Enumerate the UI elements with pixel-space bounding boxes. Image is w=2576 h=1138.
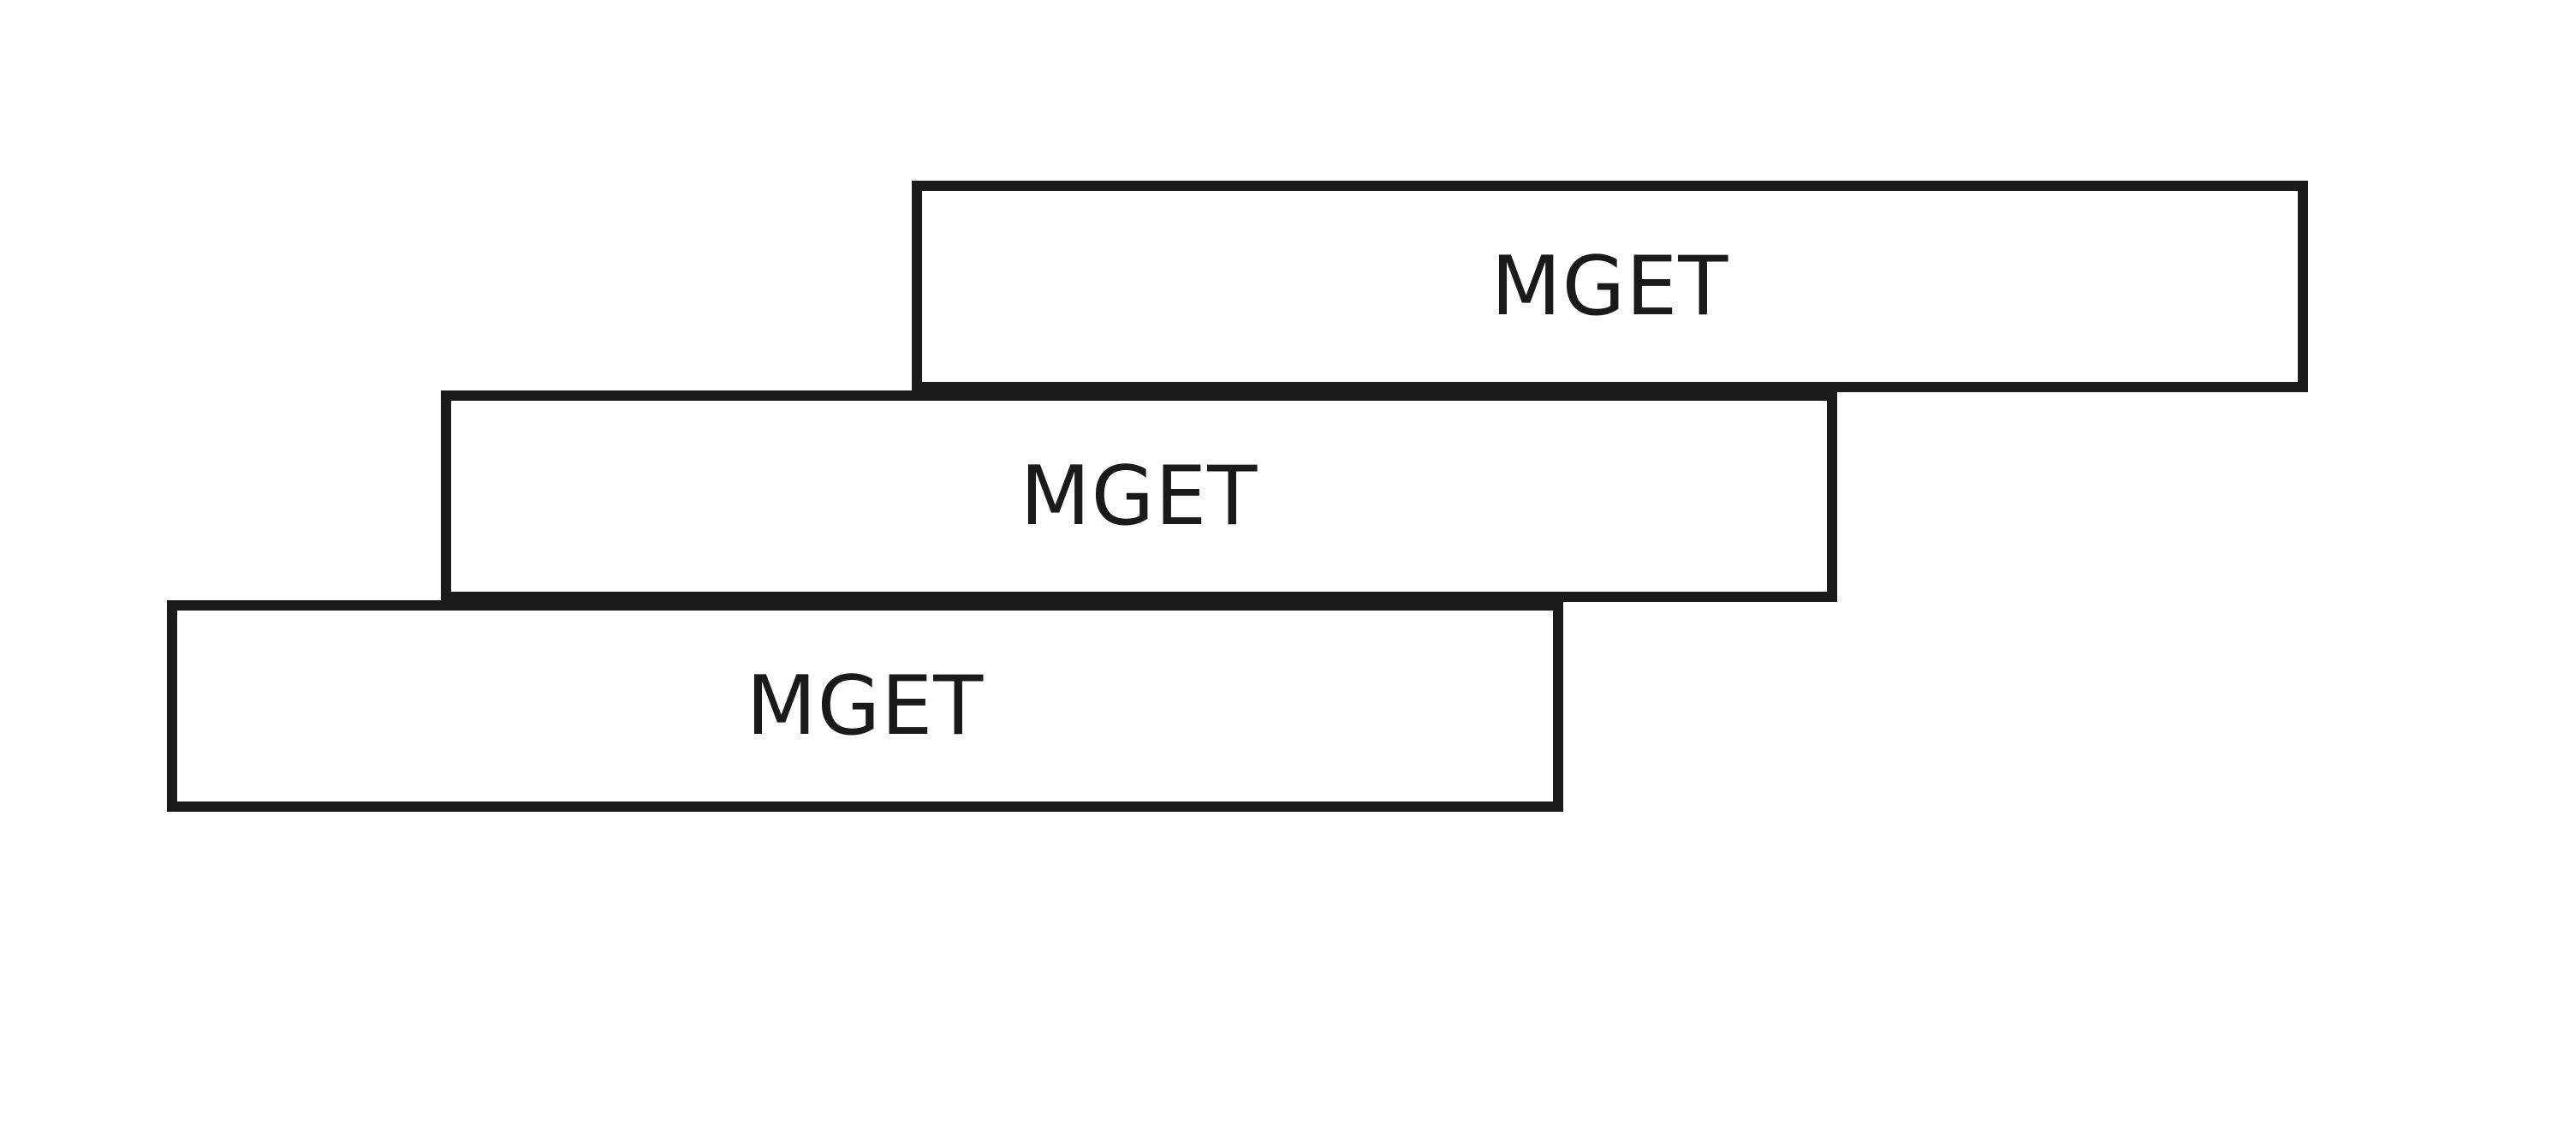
block-bottom: MGET [167,600,1563,812]
block-middle: MGET [441,390,1837,602]
block-top: MGET [912,181,2308,392]
block-bottom-label: MGET [746,658,985,754]
block-top-label: MGET [1490,239,1729,334]
block-middle-label: MGET [1020,449,1258,544]
